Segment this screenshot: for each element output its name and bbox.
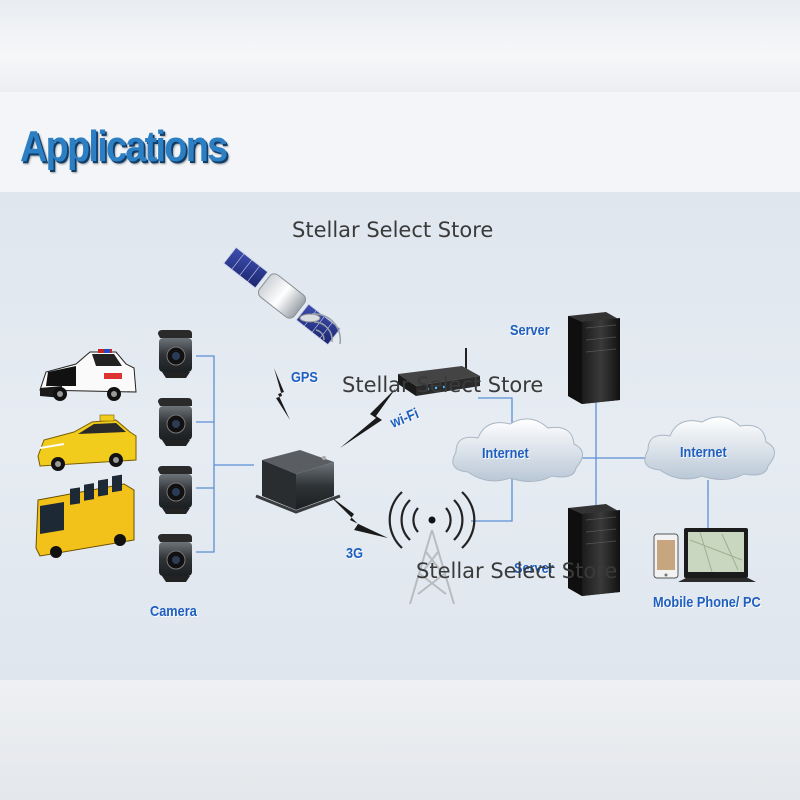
watermark-text: Stellar Select Store — [342, 373, 544, 397]
phone-icon — [653, 533, 679, 579]
cell-tower-icon — [388, 491, 476, 605]
laptop-icon — [678, 528, 756, 582]
camera-label: Camera — [150, 603, 197, 620]
internet-label-right: Internet — [680, 444, 727, 461]
taxi-icon — [37, 414, 137, 471]
client-label: Mobile Phone/ PC — [653, 594, 761, 611]
watermark-text: Stellar Select Store — [416, 559, 618, 583]
server-label-top: Server — [510, 322, 550, 339]
server-icon — [568, 312, 620, 404]
watermark-text: Stellar Select Store — [292, 218, 494, 242]
satellite-icon — [223, 246, 342, 346]
page-title: Applications — [20, 122, 228, 171]
gps-label: GPS — [291, 369, 318, 386]
router-icon — [398, 348, 480, 396]
camera-icon — [158, 330, 192, 582]
lightning-icon — [274, 368, 396, 538]
3g-label: 3G — [346, 545, 364, 562]
top-band — [0, 0, 800, 92]
server-label-bottom: Server — [514, 560, 554, 577]
connection-lines — [196, 355, 709, 553]
police-car-icon — [39, 349, 137, 401]
server-icon — [568, 504, 620, 596]
cloud-icon — [452, 416, 775, 482]
mdvr-box-icon — [255, 450, 341, 514]
bottom-band — [0, 680, 800, 800]
bus-icon — [35, 474, 135, 558]
internet-label-left: Internet — [482, 445, 529, 462]
title-band — [0, 92, 800, 192]
